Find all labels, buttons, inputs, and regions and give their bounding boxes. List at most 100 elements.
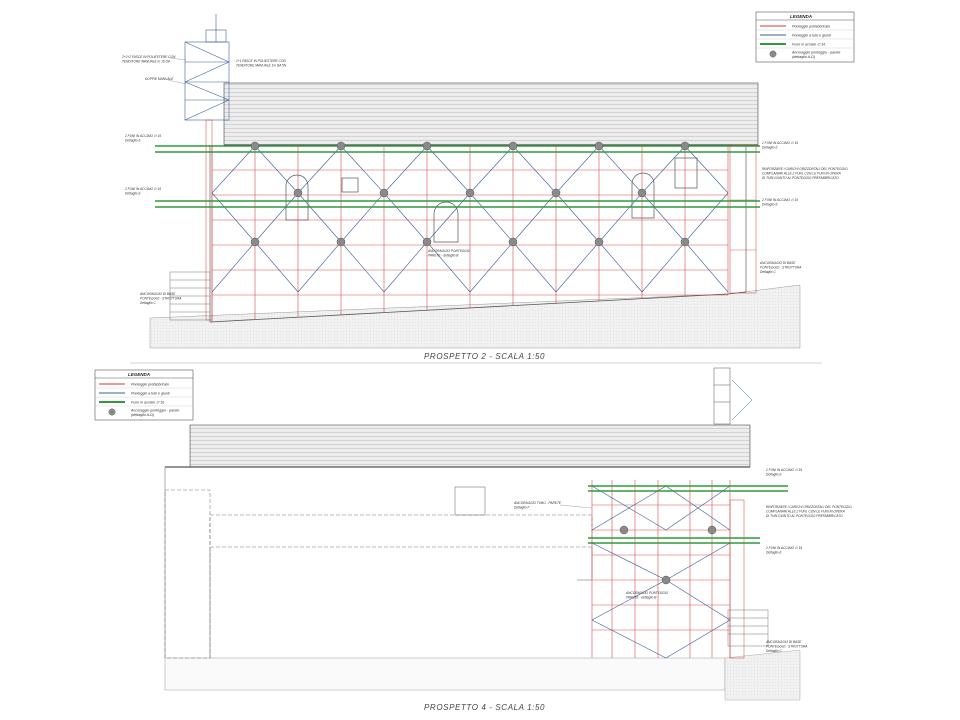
- anchor-point: [508, 237, 518, 247]
- anchor-points-p4: [619, 525, 717, 585]
- note-anchor-wall-b: PARETE - dettaglio B: [428, 254, 459, 258]
- anchor-point: [637, 188, 647, 198]
- p4-note-anchor-base-c: Dettaglio C: [766, 649, 782, 653]
- small-window-1: [341, 177, 359, 193]
- anchor-point: [465, 188, 475, 198]
- diagonal-brace: [512, 145, 557, 194]
- diagonal-brace: [426, 145, 471, 194]
- note-rope-right-1a: 2 FUNI IN ACCIAIO ∅ 16: [761, 141, 798, 145]
- p4-note-rope-right-2a: 2 FUNI IN ACCIAIO ∅ 16: [765, 546, 802, 550]
- roof-p4: [189, 424, 751, 468]
- diagonal-brace: [340, 241, 385, 293]
- note-reinforce-a: RINFORZARE I CARICHI ORIZZONTALI DEL PON…: [762, 167, 848, 171]
- stairs-p2: [169, 271, 211, 321]
- anchor-point: [422, 237, 432, 247]
- diagonal-brace: [340, 145, 385, 194]
- note-rope-left-2a: 2 FUNI IN ACCIAIO ∅ 16: [124, 187, 161, 191]
- p4-note-anchor-wall-b: PARETE - dettaglio B: [626, 596, 657, 600]
- p4-note-anchor-base-a: ANCORAGGIO DI BASE: [765, 640, 802, 644]
- note-reinforce-b: COMPLANARI ALLE 2 FUNI, CON LE FUNI IN O…: [762, 172, 841, 176]
- diagonal-brace: [426, 241, 471, 293]
- anchor-point: [250, 141, 260, 151]
- prospetto-2-elevation: 2+2+2 FASCE IN POLIESTERE CON TENDITORE M…: [121, 11, 855, 361]
- note-reinforce-c: DI TUBI GIUNTO AL PONTEGGIO PREFABBRICAT…: [762, 176, 839, 180]
- legend-title-p2: LEGENDA: [790, 14, 812, 19]
- diagonal-brace: [665, 485, 731, 531]
- anchor-point: [422, 141, 432, 151]
- diagonal-brace: [665, 542, 731, 581]
- anchor-point: [594, 141, 604, 151]
- steel-ropes-p2: [155, 145, 760, 208]
- note-rope-right-2a: 2 FUNI IN ACCIAIO ∅ 16: [761, 198, 798, 202]
- note-anchor-left-b: PONTEGGIO - STRUTTURA: [140, 297, 181, 301]
- anchor-point: [661, 575, 671, 585]
- legend-item-1-p2: Ponteggio prefabbricato: [792, 25, 830, 29]
- legend-item-4-p4: Ancoraggio ponteggio - parete: [130, 409, 179, 413]
- note-rope-left-1b: Dettaglio E: [125, 139, 141, 143]
- anchor-point: [508, 141, 518, 151]
- note-tower-top-1: 2+2+2 FASCE IN POLIESTERE CON: [121, 55, 176, 59]
- prospetto-4-elevation: LEGENDA Ponteggio prefabbricato Ponteggi…: [94, 367, 852, 712]
- svg-text:RINFORZARE I CARICHI ORIZZONTA: RINFORZARE I CARICHI ORIZZONTALI DEL PON…: [766, 505, 852, 518]
- scaffold-tower-p4: [713, 367, 753, 425]
- note-anchor-right-a: ANCORAGGIO DI BASE: [759, 261, 796, 265]
- note-tower-left: DOPPIE MANUALE: [145, 77, 174, 81]
- roof-p2: [223, 82, 759, 146]
- anchor-point: [336, 237, 346, 247]
- diagonal-brace: [469, 145, 514, 194]
- anchor-point: [250, 237, 260, 247]
- svg-text:RINFORZARE I CARICHI ORIZZONTA: RINFORZARE I CARICHI ORIZZONTALI DEL PON…: [762, 167, 848, 180]
- diagonal-brace: [555, 145, 600, 194]
- diagonal-brace: [469, 241, 514, 293]
- anchor-point: [707, 525, 717, 535]
- diagonal-brace: [383, 145, 428, 194]
- note-anchor-wall-a: ANCORAGGIO PONTEGGIO: [427, 249, 471, 253]
- legend-item-3-p2: Fune in acciaio ∅ 16: [792, 43, 825, 47]
- anchor-point: [379, 188, 389, 198]
- note-tower-right-2: TENDITORE MANUALE 1m DA 5N: [236, 64, 287, 68]
- p4-note-rope-right-1b: Dettaglio E: [766, 473, 782, 477]
- legend-item-4-sub-p4: (dettaglio A-D): [131, 413, 154, 417]
- anchor-point: [619, 525, 629, 535]
- diagonal-brace: [254, 241, 299, 293]
- p4-note-anchor-tube-b: Dettaglio F: [514, 506, 530, 510]
- p4-note-anchor-wall-a: ANCORAGGIO PONTEGGIO: [625, 591, 669, 595]
- notes-p2: 2+2+2 FASCE IN POLIESTERE CON TENDITORE M…: [121, 55, 848, 305]
- diagonal-brace: [591, 485, 667, 531]
- arched-window-1: [285, 174, 309, 221]
- ground-p4: [164, 657, 726, 691]
- anchor-points-p2: [250, 141, 690, 247]
- note-anchor-right-c: Dettaglio C: [760, 270, 776, 274]
- anchor-point: [594, 237, 604, 247]
- note-anchor-left-a: ANCORAGGIO DI BASE: [139, 292, 176, 296]
- building-outline-p4: [164, 467, 593, 659]
- diagonal-brace: [684, 145, 729, 194]
- note-anchor-right-b: PONTEGGIO - STRUTTURA: [760, 266, 801, 270]
- legend-item-3-p4: Fune in acciaio ∅ 16: [131, 401, 164, 405]
- scaffold-tower-p2: [184, 14, 230, 121]
- p4-note-reinforce-a: RINFORZARE I CARICHI ORIZZONTALI DEL PON…: [766, 505, 852, 509]
- anchor-point: [551, 188, 561, 198]
- arched-window-3: [631, 172, 655, 219]
- p4-note-reinforce-b: COMPLANARI ALLE 2 FUNI, CON LE FUNI IN O…: [766, 510, 845, 514]
- diagonal-brace: [641, 145, 686, 194]
- legend-title-p4: LEGENDA: [128, 372, 150, 377]
- legend-item-2-p2: Ponteggio a tubi e giunti: [792, 34, 831, 38]
- diagonal-brace: [591, 542, 667, 581]
- scaffold-grid-p4: [591, 480, 731, 658]
- small-window-2: [674, 157, 698, 189]
- note-tower-right-1: 1+1 FASCE IN POLIESTERE CON: [236, 59, 286, 63]
- diagonal-brace: [254, 145, 299, 194]
- p4-note-rope-right-1a: 2 FUNI IN ACCIAIO ∅ 16: [765, 468, 802, 472]
- legend-item-1-p4: Ponteggio prefabbricato: [131, 383, 169, 387]
- caption-prospetto-2: PROSPETTO 2 - SCALA 1:50: [424, 352, 545, 361]
- p4-note-rope-right-2b: Dettaglio E: [766, 551, 782, 555]
- note-rope-left-2b: Dettaglio E: [125, 192, 141, 196]
- diagonal-brace: [591, 579, 667, 621]
